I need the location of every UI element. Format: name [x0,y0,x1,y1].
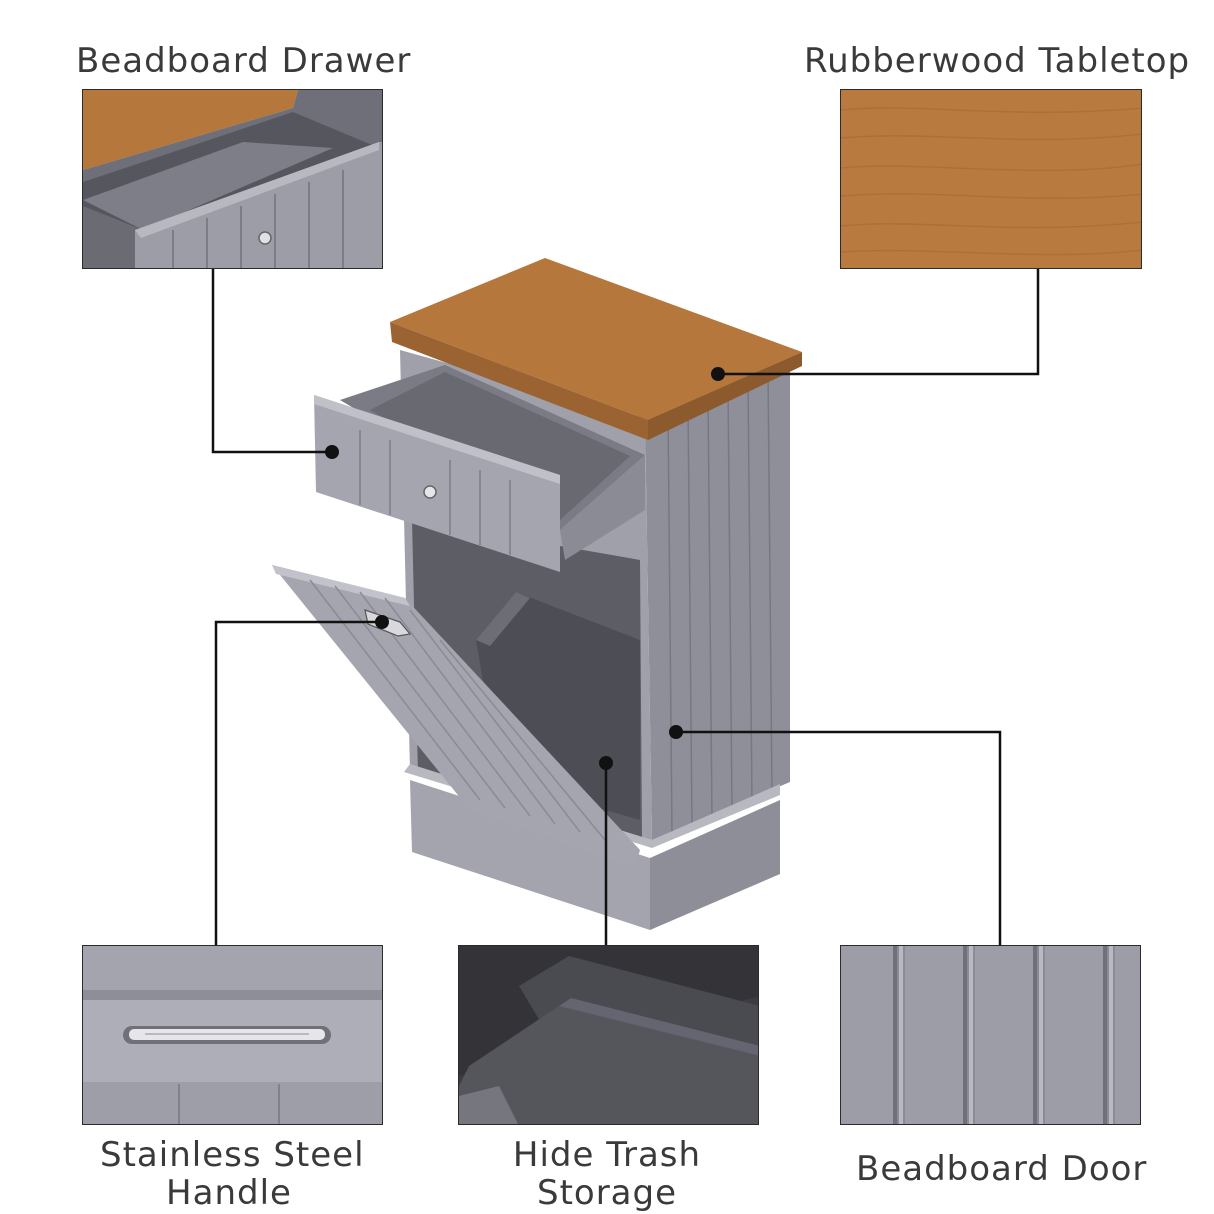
handle-label: Stainless Steel Handle [100,1135,365,1213]
door-callout-dot [669,725,683,739]
beadboard-detail-image [841,946,1140,1124]
tabletop-label: Rubberwood Tabletop [804,41,1191,81]
drawer-label: Beadboard Drawer [76,41,412,81]
tabletop-shape [390,258,802,420]
stainless-handle-icon [123,1026,331,1044]
storage-callout-dot [599,756,613,770]
drawer-callout-dot [325,445,339,459]
drawer-detail-panel [82,89,383,269]
handle-detail-image [83,946,382,1124]
storage-label-line2: Storage [536,1173,678,1213]
storage-detail-panel [458,945,759,1125]
handle-label-line2: Handle [166,1173,292,1213]
storage-label: Hide Trash Storage [498,1136,716,1212]
tabletop-detail-panel [840,89,1142,269]
door-label: Beadboard Door [856,1149,1148,1189]
handle-detail-panel [82,945,383,1125]
storage-detail-image [459,946,758,1124]
tilt-door-shape [272,565,640,868]
handle-label-line1: Stainless Steel [100,1135,365,1175]
storage-label-line1: Hide Trash [512,1135,702,1175]
tabletop-callout-dot [711,367,725,381]
cabinet-side-panel [645,358,790,840]
drawer-front-shape [314,395,560,572]
drawer-detail-image [83,90,382,268]
handle-callout-dot [375,615,389,629]
door-detail-panel [840,945,1141,1125]
wood-grain-image [841,90,1141,268]
